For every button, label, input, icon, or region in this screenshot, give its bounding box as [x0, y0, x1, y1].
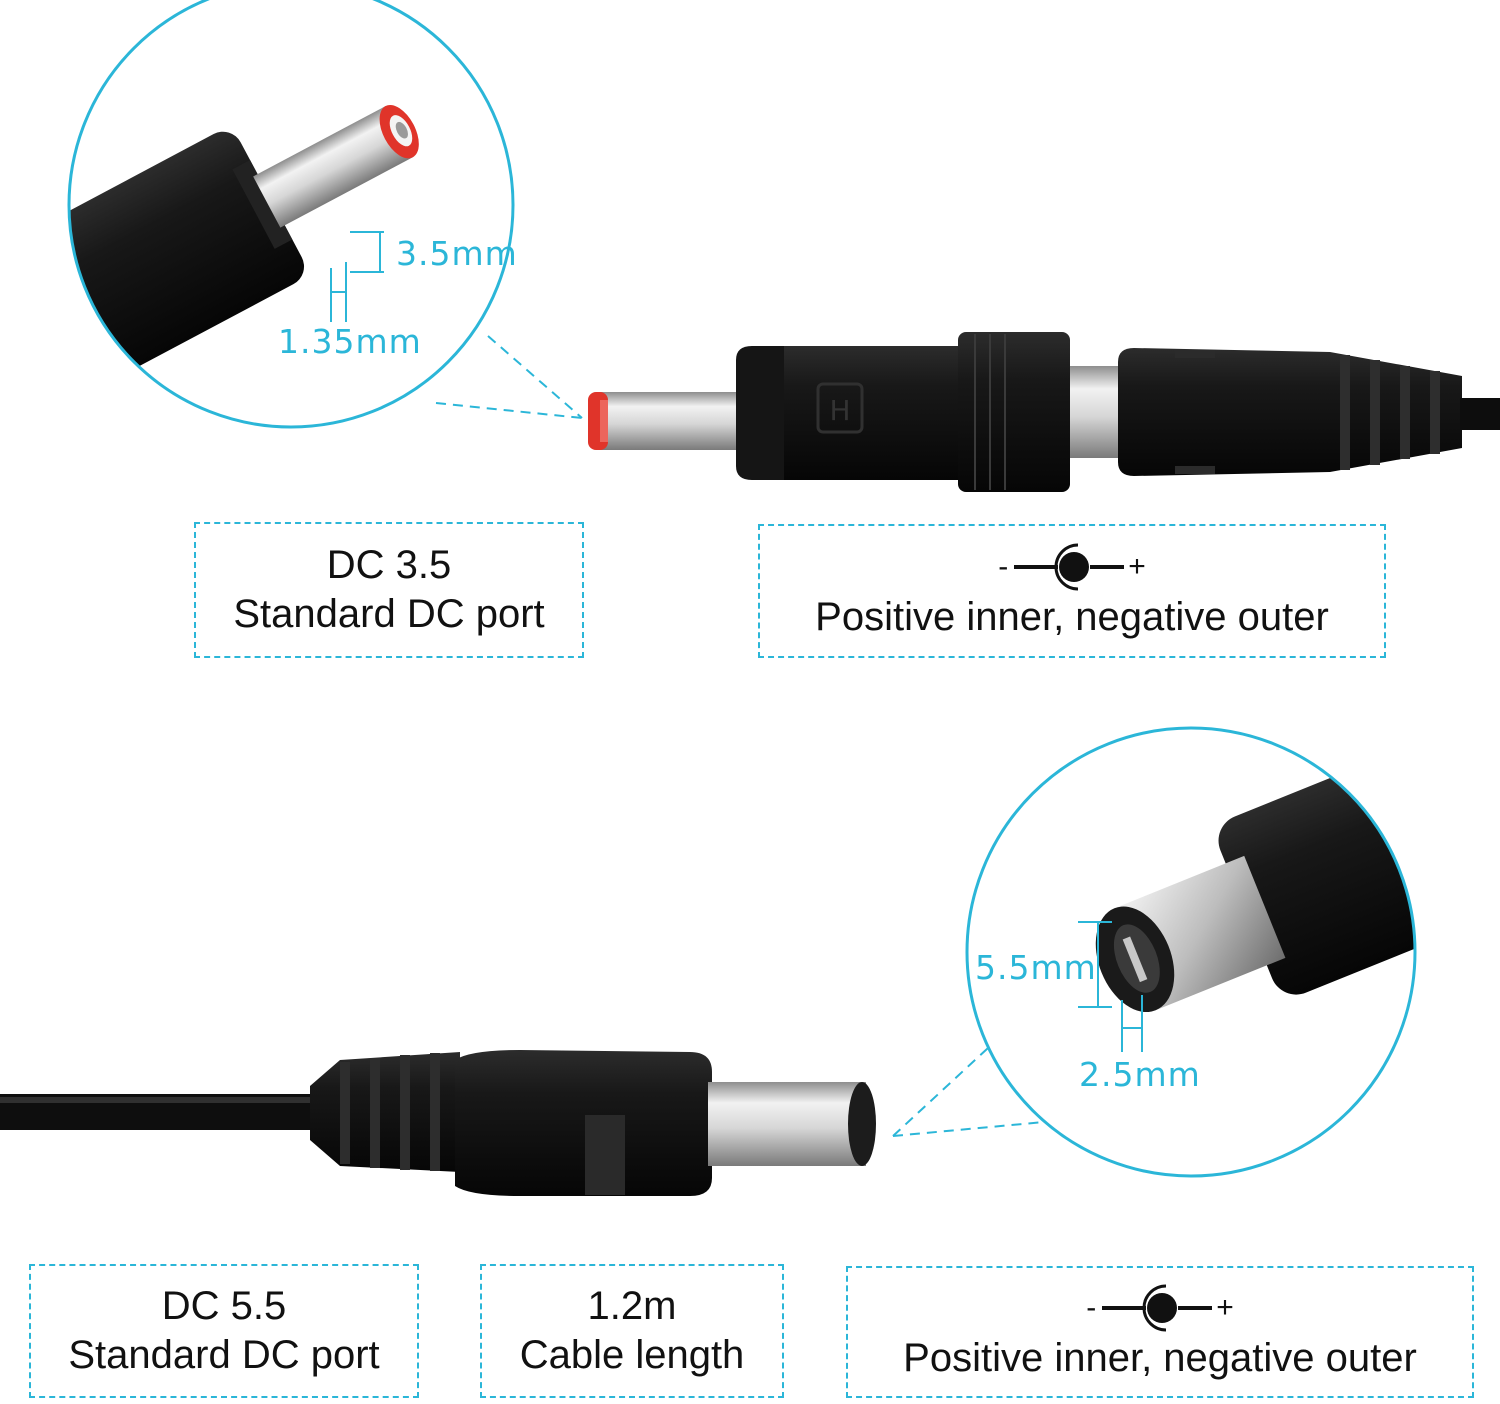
- bottom-polarity-box: - + Positive inner, negative outer: [846, 1266, 1474, 1398]
- cable-length-label: Cable length: [519, 1333, 745, 1377]
- center-positive-polarity-icon: [1014, 543, 1125, 591]
- top-port-type: DC 3.5: [326, 543, 452, 588]
- top-polarity-text: Positive inner, negative outer: [815, 594, 1329, 639]
- bottom-polarity-symbol: - +: [1086, 1282, 1234, 1334]
- cable-length-value: 1.2m: [587, 1284, 677, 1329]
- top-port-label-box: DC 3.5 Standard DC port: [194, 522, 584, 658]
- negative-sign: -: [1086, 1290, 1097, 1324]
- bottom-outer-diameter-label: 5.5mm: [975, 948, 1097, 987]
- bottom-inner-diameter-label: 2.5mm: [1079, 1055, 1201, 1094]
- bottom-zoom-circle: [965, 726, 1417, 1178]
- top-connector-photo: H: [588, 332, 1500, 492]
- svg-text:H: H: [829, 394, 850, 427]
- bottom-pointer-lines: [892, 1047, 1045, 1137]
- top-zoom-circle: [67, 0, 515, 429]
- negative-sign: -: [998, 549, 1009, 583]
- bottom-port-type: DC 5.5: [161, 1284, 287, 1329]
- top-polarity-symbol: - +: [998, 541, 1146, 593]
- center-positive-polarity-icon: [1102, 1284, 1213, 1332]
- top-outer-diameter-label: 3.5mm: [396, 234, 518, 273]
- bottom-port-label-box: DC 5.5 Standard DC port: [29, 1264, 419, 1398]
- top-inner-diameter-label: 1.35mm: [278, 322, 422, 361]
- top-polarity-box: - + Positive inner, negative outer: [758, 524, 1386, 658]
- top-pointer-lines: [435, 335, 583, 419]
- bottom-connector-photo: [0, 1050, 876, 1196]
- positive-sign: +: [1216, 1290, 1234, 1324]
- top-port-description: Standard DC port: [233, 592, 545, 636]
- bottom-port-description: Standard DC port: [68, 1333, 380, 1377]
- positive-sign: +: [1128, 549, 1146, 583]
- bottom-polarity-text: Positive inner, negative outer: [903, 1335, 1417, 1380]
- cable-length-box: 1.2m Cable length: [480, 1264, 784, 1398]
